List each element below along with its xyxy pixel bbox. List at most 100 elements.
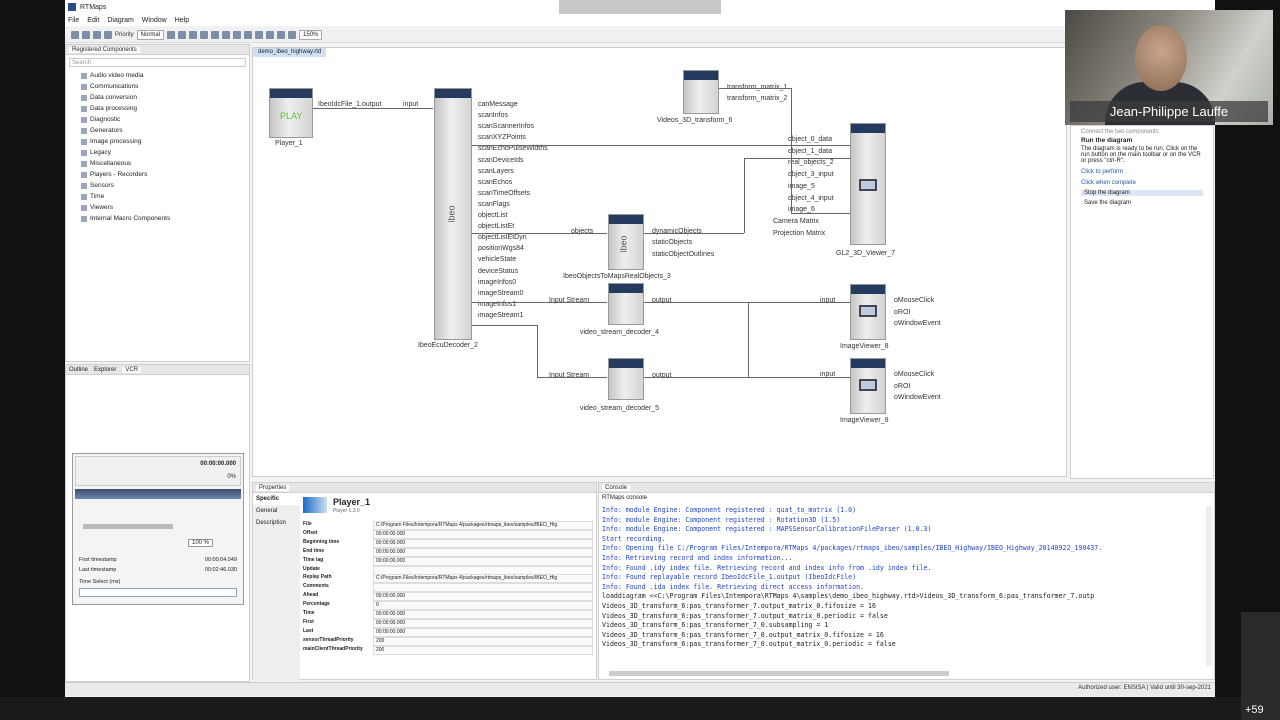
registered-components-tab[interactable]: Registered Components bbox=[69, 46, 140, 53]
console-tab[interactable]: Console bbox=[602, 484, 631, 491]
select-icon[interactable] bbox=[233, 30, 242, 39]
component-category[interactable]: Generators bbox=[66, 125, 249, 136]
fast-forward-icon[interactable] bbox=[222, 30, 231, 39]
ibeo-decoder-component[interactable]: ibeo bbox=[434, 88, 472, 340]
video-stream-decoder-5-component[interactable] bbox=[608, 358, 644, 400]
tab-vcr[interactable]: VCR bbox=[122, 366, 142, 373]
property-value[interactable]: C:/Program Files/Intempora/RTMaps 4/pack… bbox=[373, 521, 593, 530]
priority-select[interactable]: Normal bbox=[136, 29, 165, 40]
transform-component[interactable] bbox=[683, 70, 719, 114]
component-category[interactable]: Data conversion bbox=[66, 92, 249, 103]
play-icon[interactable] bbox=[200, 30, 209, 39]
component-category[interactable]: Players - Recorders bbox=[66, 169, 249, 180]
rewind-icon[interactable] bbox=[178, 30, 187, 39]
component-header bbox=[609, 284, 643, 293]
tab-explorer[interactable]: Explorer bbox=[94, 366, 117, 373]
viewer3d-input-port: Projection Matrix bbox=[773, 229, 826, 237]
transform-output-port: transform_matrix_2 bbox=[727, 95, 788, 102]
components-search-input[interactable]: Search bbox=[69, 58, 246, 67]
component-category[interactable]: Image processing bbox=[66, 136, 249, 147]
property-value[interactable]: 200 bbox=[373, 645, 593, 655]
component-category[interactable]: Communications bbox=[66, 81, 249, 92]
player-component[interactable]: PLAY bbox=[269, 88, 313, 138]
component-category[interactable]: Internal Macro Components bbox=[66, 213, 249, 224]
decoder-output-port: positionWgs84 bbox=[478, 245, 524, 253]
grid-icon[interactable] bbox=[266, 30, 275, 39]
link-icon[interactable] bbox=[244, 30, 253, 39]
component-category[interactable]: Miscellaneous bbox=[66, 158, 249, 169]
run-icon[interactable] bbox=[104, 30, 112, 39]
property-value[interactable]: C:/Program Files/Intempora/RTMaps 4/pack… bbox=[373, 574, 593, 584]
open-icon[interactable] bbox=[82, 30, 90, 39]
stop-icon[interactable] bbox=[167, 30, 176, 39]
component-category[interactable]: Sensors bbox=[66, 180, 249, 191]
console-scrollbar[interactable] bbox=[1206, 506, 1212, 666]
window-title: RTMaps bbox=[80, 3, 107, 11]
menu-window[interactable]: Window bbox=[141, 16, 167, 24]
menu-diagram[interactable]: Diagram bbox=[107, 16, 134, 24]
folder-icon bbox=[81, 171, 87, 178]
step-stop-diagram[interactable]: Stop the diagram bbox=[1081, 190, 1203, 196]
folder-icon bbox=[81, 215, 87, 222]
properties-tab[interactable]: Properties bbox=[256, 484, 290, 491]
component-category[interactable]: Audio video media bbox=[66, 70, 249, 81]
component-category[interactable]: Viewers bbox=[66, 202, 249, 213]
ibeo-objects-component[interactable]: ibeo bbox=[608, 214, 644, 270]
component-category[interactable]: Data processing bbox=[66, 103, 249, 114]
gl2-3d-viewer-component[interactable] bbox=[850, 123, 886, 245]
title-drag-area[interactable] bbox=[559, 0, 721, 14]
menu-help[interactable]: Help bbox=[174, 16, 190, 24]
vcr-seek-slider[interactable] bbox=[83, 524, 173, 529]
section-general[interactable]: General bbox=[256, 508, 278, 514]
console-h-scrollbar[interactable] bbox=[609, 671, 949, 676]
property-value[interactable]: 00:00:00.000 bbox=[373, 538, 593, 548]
property-value[interactable]: 00:00:00.000 bbox=[373, 627, 593, 637]
vcr-timeline[interactable] bbox=[75, 489, 241, 499]
property-value[interactable]: 00:00:00.000 bbox=[373, 618, 593, 628]
property-value[interactable] bbox=[373, 583, 593, 593]
vcr-speed[interactable]: 100 % bbox=[188, 539, 214, 547]
zoom-out-icon[interactable] bbox=[288, 30, 297, 39]
component-thumbnail-icon bbox=[303, 497, 327, 513]
menu-file[interactable]: File bbox=[68, 16, 80, 24]
time-select-input[interactable] bbox=[79, 588, 237, 597]
property-key: mainClientThreadPriority bbox=[303, 645, 363, 652]
property-value[interactable]: 0 bbox=[373, 601, 593, 611]
click-to-perform-link[interactable]: Click to perform bbox=[1081, 169, 1124, 175]
menu-edit[interactable]: Edit bbox=[87, 16, 100, 24]
diagram-tab[interactable]: demo_ibeo_highway.rtd bbox=[253, 48, 327, 57]
property-value[interactable] bbox=[373, 565, 593, 575]
step-save-diagram[interactable]: Save the diagram bbox=[1084, 200, 1132, 206]
zoom-in-icon[interactable] bbox=[277, 30, 286, 39]
property-value[interactable]: 00:00:00.000 bbox=[373, 547, 593, 557]
decoder-output-port: scanEchos bbox=[478, 178, 513, 186]
property-value[interactable]: 00:00:00.000 bbox=[373, 556, 593, 566]
image-viewer-component[interactable] bbox=[850, 284, 886, 340]
property-value[interactable]: 00:00:00.000 bbox=[373, 610, 593, 619]
connection-line bbox=[644, 233, 744, 234]
video-stream-decoder-4-component[interactable] bbox=[608, 283, 644, 325]
decoder-output-port: scanScannerInfos bbox=[478, 123, 535, 131]
component-category[interactable]: Diagnostic bbox=[66, 114, 249, 125]
image-viewer-component[interactable] bbox=[850, 358, 886, 414]
zoom-select[interactable]: 150% bbox=[299, 29, 323, 40]
click-when-complete-link[interactable]: Click when complete bbox=[1081, 180, 1137, 186]
tab-outline[interactable]: Outline bbox=[69, 366, 89, 373]
component-category[interactable]: Legacy bbox=[66, 147, 249, 158]
step-forward-icon[interactable] bbox=[211, 30, 220, 39]
new-icon[interactable] bbox=[71, 30, 79, 39]
property-key: Beginning time bbox=[303, 538, 340, 545]
section-description[interactable]: Description bbox=[256, 520, 287, 526]
save-icon[interactable] bbox=[93, 30, 101, 39]
align-icon[interactable] bbox=[255, 30, 264, 39]
participants-tile[interactable]: +59 bbox=[1241, 612, 1280, 720]
step-back-icon[interactable] bbox=[189, 30, 198, 39]
component-category[interactable]: Time bbox=[66, 191, 249, 202]
property-value[interactable]: 200 bbox=[373, 636, 593, 646]
property-value[interactable]: 00:00:00.000 bbox=[373, 529, 593, 539]
section-specific[interactable]: Specific bbox=[253, 493, 300, 505]
property-value[interactable]: 00:00:00.000 bbox=[373, 592, 593, 602]
transform-label: Videos_3D_transform_6 bbox=[657, 117, 733, 124]
